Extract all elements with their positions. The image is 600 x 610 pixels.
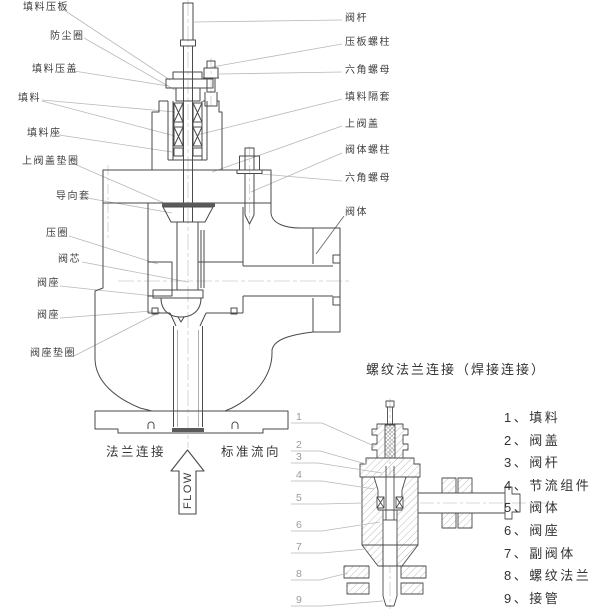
secondary-title: 螺纹法兰连接（焊接连接） — [366, 362, 547, 377]
parts-list-item-2: 2、阀盖 — [504, 432, 561, 448]
label-seat-gasket: 阀座垫圈 — [30, 348, 76, 359]
label-guide-sleeve: 导向套 — [56, 191, 91, 202]
label-valve-plug: 阀芯 — [58, 254, 81, 265]
label-dust-ring: 防尘圈 — [50, 31, 85, 42]
centerlines — [107, 0, 548, 609]
label-bonnet-gasket: 上阀盖垫圈 — [22, 156, 80, 167]
flow-arrow: FLOW — [170, 449, 205, 515]
callout-3: 3 — [296, 451, 302, 463]
label-pressure-ring: 压圈 — [46, 228, 69, 239]
callout-6: 6 — [296, 519, 302, 531]
parts-list-item-6: 6、阀座 — [504, 522, 561, 538]
label-packing-spacer: 填料隔套 — [345, 92, 391, 103]
label-valve-body: 阀体 — [345, 207, 368, 218]
callout-numbers: 1 2 3 4 5 6 7 8 9 — [296, 411, 302, 606]
label-packing-seat: 填料座 — [27, 128, 62, 139]
main-leader-lines — [41, 9, 343, 357]
parts-list-item-3: 3、阀杆 — [504, 455, 561, 471]
parts-list: 1、填料 2、阀盖 3、阀杆 4、节流组件 5、阀体 6、阀座 7、副阀体 8、… — [504, 407, 591, 610]
parts-list-item-5: 5、阀体 — [504, 500, 561, 516]
label-valve-seat-1: 阀座 — [37, 278, 60, 289]
label-body-stud: 阀体螺柱 — [345, 145, 391, 156]
parts-list-item-1: 1、填料 — [504, 410, 561, 425]
label-hex-nut-2: 六角螺母 — [345, 173, 391, 184]
label-hex-nut-1: 六角螺母 — [345, 65, 391, 76]
secondary-valve-drawing — [343, 400, 521, 607]
callout-leader-lines — [291, 422, 384, 607]
label-packing: 填料 — [18, 93, 41, 104]
parts-list-item-8: 8、螺纹法兰 — [504, 568, 592, 584]
callout-7: 7 — [296, 541, 302, 553]
label-flow-direction: 标准流向 — [221, 445, 282, 459]
callout-1: 1 — [296, 411, 302, 423]
packing-rings — [173, 102, 203, 147]
label-valve-stem: 阀杆 — [345, 13, 368, 24]
label-bonnet: 上阀盖 — [345, 119, 380, 130]
label-flange-connection: 法兰连接 — [106, 445, 167, 459]
callout-8: 8 — [296, 568, 302, 580]
label-packing-plate: 填料压板 — [23, 2, 69, 13]
callout-9: 9 — [296, 594, 302, 606]
callout-5: 5 — [296, 492, 302, 504]
callout-4: 4 — [296, 469, 302, 481]
label-plate-stud: 压板螺柱 — [345, 37, 391, 48]
parts-list-item-4: 4、节流组件 — [504, 477, 592, 493]
parts-list-item-9: 9、接管 — [504, 590, 561, 606]
body-label-leader — [315, 215, 345, 255]
parts-list-item-7: 7、副阀体 — [504, 545, 576, 561]
flow-arrow-text: FLOW — [182, 471, 194, 509]
callout-2: 2 — [296, 439, 302, 451]
label-packing-gland: 填料压盖 — [32, 64, 78, 75]
main-valve-drawing — [94, 2, 341, 434]
label-valve-seat-2: 阀座 — [37, 310, 60, 321]
